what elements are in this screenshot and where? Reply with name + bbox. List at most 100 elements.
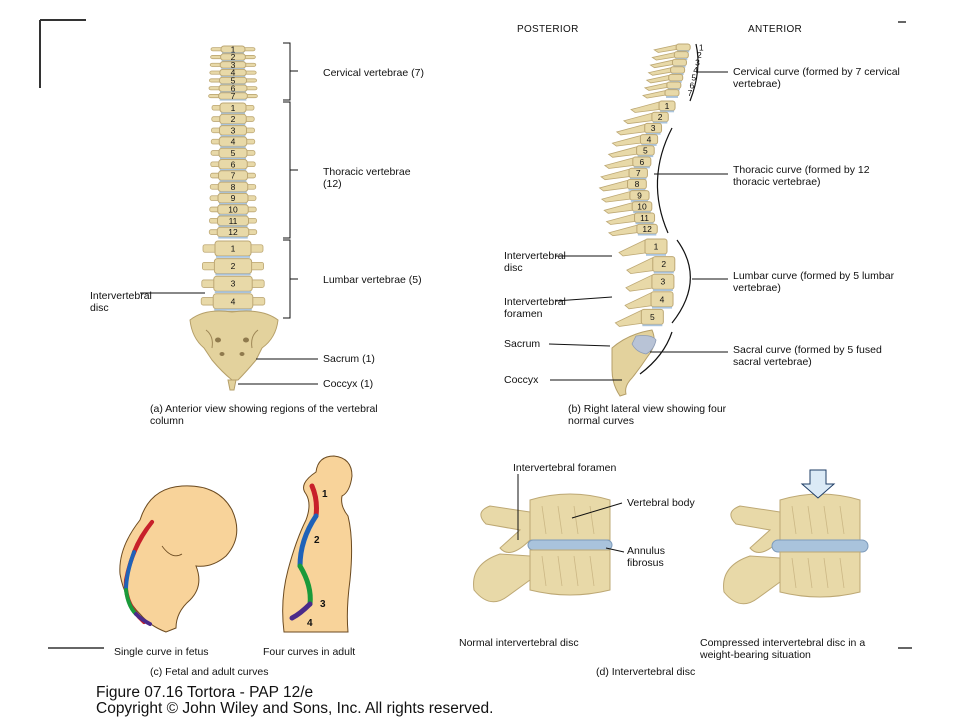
anterior-vertebra-number: 3: [231, 279, 236, 289]
lower-vertebral-body: [529, 549, 611, 596]
lower-vertebral-body: [779, 551, 861, 598]
lateral-vertebra-thoracic-3: 3: [615, 122, 663, 136]
thoracic-curve-label: Thoracic curve (formed by 12 thoracic ve…: [733, 164, 870, 188]
compressed-disc-illustration: [723, 493, 869, 605]
anterior-vertebra-cervical-7: 7: [208, 91, 258, 101]
anterior-disc: [219, 169, 247, 171]
lateral-disc: [660, 110, 675, 113]
lateral-vertebra-number: 12: [642, 224, 652, 234]
anterior-vertebra-lumbar-4: 4: [200, 293, 266, 311]
annulus-fibrosus-disc: [527, 539, 613, 551]
cervical-vertebrae-label: Cervical vertebrae (7): [323, 67, 424, 79]
lateral-vertebra-number: 4: [693, 65, 698, 75]
adult-silhouette: [282, 455, 353, 633]
lateral-vertebra-thoracic-1: 1: [630, 100, 676, 113]
figure-credit: Figure 07.16 Tortora - PAP 12/e: [96, 684, 314, 701]
anterior-vertebra-number: 12: [228, 227, 238, 237]
anterior-vertebra-number: 11: [229, 216, 238, 226]
anterior-vertebra-thoracic-1: 1: [211, 102, 255, 115]
anterior-vertebra-cervical-2: 2: [210, 52, 256, 62]
lateral-vertebra-thoracic-2: 2: [622, 111, 669, 125]
anterior-vertebra-thoracic-8: 8: [209, 181, 257, 194]
panel-b-caption: (b) Right lateral view showing four norm…: [568, 403, 727, 427]
intervertebral-foramen-label-d: Intervertebral foramen: [513, 462, 617, 474]
adult-curve-label: Four curves in adult: [263, 646, 356, 658]
lateral-vertebra-thoracic-8: 8: [598, 178, 647, 192]
intervertebral-foramen-label-b: Intervertebral foramen: [504, 296, 566, 320]
anterior-disc: [216, 256, 250, 258]
lateral-vertebra-number: 3: [651, 123, 656, 133]
lateral-vertebra-thoracic-7: 7: [600, 167, 648, 181]
lateral-vertebra-number: 1: [699, 42, 704, 52]
normal-disc-illustration: [473, 493, 613, 603]
compressed-disc-label: Compressed intervertebral disc in a weig…: [700, 637, 866, 661]
lateral-disc: [637, 233, 657, 236]
adult-curve-number-2: 2: [314, 535, 320, 546]
anterior-vertebra-thoracic-7: 7: [210, 170, 256, 183]
lateral-vertebra-thoracic-6: 6: [603, 156, 652, 169]
lateral-vertebra-thoracic-4: 4: [611, 134, 659, 147]
fetus-curve-label: Single curve in fetus: [114, 646, 209, 658]
anterior-vertebra-lumbar-1: 1: [202, 240, 264, 258]
lateral-vertebra-number: 4: [647, 134, 652, 144]
lateral-vertebra-thoracic-10: 10: [603, 201, 653, 214]
anterior-disc: [214, 308, 252, 311]
lateral-vertebra-number: 3: [661, 277, 666, 287]
anterior-vertebra-thoracic-9: 9: [209, 192, 257, 205]
anterior-disc: [218, 225, 248, 228]
lateral-vertebra-number: 8: [635, 179, 640, 189]
anterior-vertebra-number: 3: [231, 125, 236, 135]
anterior-disc: [222, 52, 244, 54]
sacrum-label-a: Sacrum (1): [323, 353, 375, 365]
anterior-vertebra-thoracic-2: 2: [211, 113, 255, 126]
anterior-vertebra-cervical-1: 1: [210, 44, 256, 54]
thoracic-vertebrae-label: Thoracic vertebrae (12): [323, 166, 411, 190]
lateral-vertebra-thoracic-9: 9: [600, 190, 650, 203]
panel-d-leaders: [517, 474, 625, 553]
lateral-vertebra-number: 5: [643, 146, 648, 156]
posterior-heading: POSTERIOR: [517, 24, 579, 35]
anterior-vertebra-number: 2: [231, 114, 236, 124]
intervertebral-disc-label-b: Intervertebral disc: [504, 250, 566, 274]
lateral-disc: [652, 121, 668, 124]
fetus-silhouette: [119, 485, 238, 633]
anterior-disc: [215, 273, 251, 276]
lateral-sacrum-illustration: [611, 329, 657, 397]
anterior-disc: [219, 202, 247, 205]
panel-b-leaders: [548, 71, 728, 381]
lateral-vertebra-cervical-7: 7: [641, 88, 693, 99]
anterior-vertebra-number: 1: [231, 244, 236, 254]
anterior-vertebra-cervical-6: 6: [208, 83, 258, 93]
anterior-disc: [220, 83, 246, 85]
lateral-disc: [633, 211, 651, 214]
pressure-arrow-icon: [800, 469, 836, 499]
anterior-vertebra-thoracic-3: 3: [211, 125, 255, 137]
annulus-fibrosus-disc: [771, 539, 869, 553]
lateral-vertebra-lumbar-5: 5: [614, 308, 664, 327]
anterior-disc: [219, 99, 247, 101]
anterior-vertebra-thoracic-12: 12: [208, 226, 258, 239]
adult-curve-number-1: 1: [322, 489, 328, 500]
anterior-disc: [218, 214, 248, 216]
anterior-vertebra-number: 6: [231, 159, 236, 169]
lateral-vertebra-number: 7: [636, 168, 641, 178]
coccyx-label-a: Coccyx (1): [323, 378, 374, 390]
vertebral-body-label: Vertebral body: [627, 497, 695, 509]
panel-a-caption: (a) Anterior view showing regions of the…: [150, 403, 378, 427]
lumbar-vertebrae-label: Lumbar vertebrae (5): [323, 274, 422, 286]
lateral-vertebra-number: 7: [688, 88, 693, 98]
lower-vertebral-process: [723, 555, 781, 605]
anterior-disc: [214, 291, 252, 293]
anterior-disc: [220, 146, 246, 149]
copyright-notice: Copyright © John Wiley and Sons, Inc. Al…: [96, 700, 494, 717]
lateral-vertebra-thoracic-11: 11: [605, 212, 656, 225]
lateral-vertebra-lumbar-2: 2: [626, 256, 676, 275]
lateral-disc: [628, 188, 646, 191]
panel-d-caption: (d) Intervertebral disc: [596, 666, 696, 678]
lateral-vertebra-number: 2: [661, 259, 666, 269]
panel-c-caption: (c) Fetal and adult curves: [150, 666, 269, 678]
anterior-disc: [219, 180, 247, 183]
